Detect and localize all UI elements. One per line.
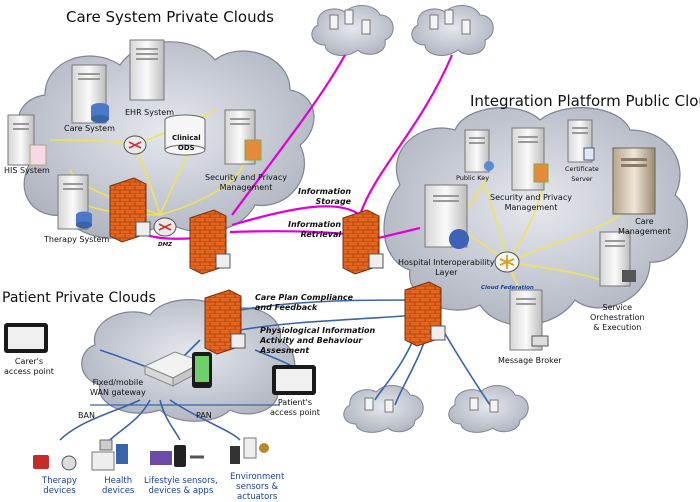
integration-server-icons	[424, 119, 656, 351]
dmz-router-icon	[153, 217, 177, 237]
therapy-system-label: Therapy System	[44, 235, 110, 244]
care-server-icon	[71, 64, 109, 124]
patient-device-icons	[4, 323, 316, 471]
firewall-care-1-icon	[109, 177, 151, 243]
satellite-node-icons	[329, 9, 499, 413]
clinical-ods-icon	[164, 114, 206, 156]
pan-label: PAN	[196, 411, 212, 420]
care-management-label: Care Management	[618, 217, 671, 236]
care-clouds-heading: Care System Private Clouds	[66, 8, 274, 26]
carer-tablet-icon	[4, 323, 48, 353]
message-broker-label: Message Broker	[498, 356, 562, 365]
environment-devices-icon	[230, 437, 269, 464]
care-system-label: Care System	[64, 124, 115, 133]
physiological-info-label: Physiological Information Activity and B…	[260, 326, 376, 355]
firewall-care-2-icon	[189, 209, 231, 275]
health-devices-icon	[91, 439, 128, 471]
dmz-label: DMZ	[158, 242, 173, 248]
care-security-label: Security and Privacy Management	[205, 173, 287, 192]
clinical-ods-label: Clinical ODS	[172, 134, 201, 152]
hil-server-icon	[424, 184, 469, 249]
mobile-phone-icon	[192, 352, 212, 388]
firewall-integration-2-icon	[404, 281, 446, 347]
environment-label: Environment sensors & actuators	[230, 472, 285, 502]
care-security-server-icon	[224, 109, 262, 165]
public-key-server-icon	[464, 129, 494, 173]
information-storage-label: Information Storage	[298, 187, 352, 206]
his-server-icon	[7, 114, 47, 166]
care-plan-label: Care Plan Compliance and Feedback	[255, 293, 354, 312]
certificate-server-label: Certificate Server	[565, 165, 599, 183]
hil-label: Hospital Interoperability Layer	[398, 258, 495, 277]
patient-tablet-icon	[272, 365, 316, 395]
patient-clouds-heading: Patient Private Clouds	[2, 290, 156, 306]
integration-cloud-heading: Integration Platform Public Cloud	[470, 92, 700, 110]
therapy-devices-label: Therapy devices	[42, 476, 77, 496]
lifestyle-label: Lifestyle sensors, devices & apps	[144, 476, 218, 496]
server-icons	[7, 39, 262, 237]
firewall-icons	[109, 177, 446, 355]
cloud-federation-label: Cloud Federation	[481, 285, 534, 291]
information-retrieval-label: Information Retrieval	[288, 220, 342, 239]
lifestyle-devices-icon	[150, 445, 204, 467]
care-management-server-icon	[612, 147, 656, 215]
federation-router-icon	[494, 251, 520, 273]
his-system-label: HIS System	[4, 166, 50, 175]
therapy-devices-icon	[33, 455, 77, 471]
ehr-server-icon	[129, 39, 165, 101]
health-devices-label: Health devices	[102, 476, 135, 496]
ban-label: BAN	[78, 411, 95, 420]
certificate-server-icon	[567, 119, 595, 163]
care-router-icon	[123, 135, 147, 155]
carers-access-point-label: Carer's access point	[4, 357, 54, 376]
public-key-label: Public Key	[456, 174, 490, 182]
firewall-patient-icon	[204, 289, 246, 355]
orchestration-server-icon	[599, 231, 636, 287]
patients-access-point-label: Patient's access point	[270, 398, 320, 417]
therapy-server-icon	[57, 174, 92, 230]
integration-security-server-icon	[511, 127, 549, 191]
ehr-system-label: EHR System	[125, 108, 175, 117]
broker-server-icon	[509, 289, 549, 351]
wan-gateway-label: Fixed/mobile WAN gateway	[90, 378, 146, 397]
firewall-integration-1-icon	[342, 209, 384, 275]
service-orchestration-label: Service Orchestration & Execution	[590, 303, 645, 332]
integration-security-label: Security and Privacy Management	[490, 193, 572, 212]
